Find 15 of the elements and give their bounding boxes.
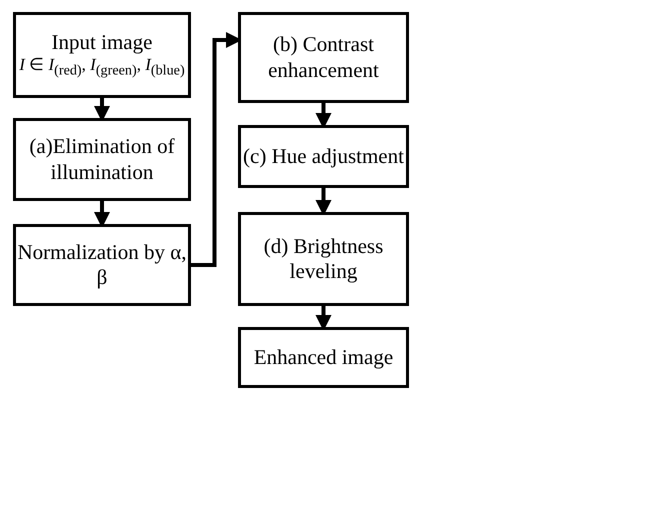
process-box — [238, 212, 409, 306]
process-box — [238, 125, 409, 188]
box-label: (d) Brightness leveling — [262, 234, 384, 284]
process-box — [13, 12, 191, 98]
process-box — [13, 118, 191, 201]
process-box — [238, 327, 409, 388]
process-box — [238, 12, 409, 103]
box-label: Input image — [52, 30, 152, 56]
box-label: Normalization by α, β — [16, 240, 188, 290]
process-box — [13, 224, 191, 306]
box-label: Enhanced image — [254, 344, 394, 370]
formula-text: I ∈ I$_{(red)}$, I$_{(green)}$, I$_{(blue)}$ — [19, 55, 185, 80]
box-label: (b) Contrast enhancement — [267, 32, 380, 83]
box-label: (c) Hue adjustment — [243, 144, 404, 170]
box-label: (a)Elimination of illumination — [28, 134, 176, 185]
